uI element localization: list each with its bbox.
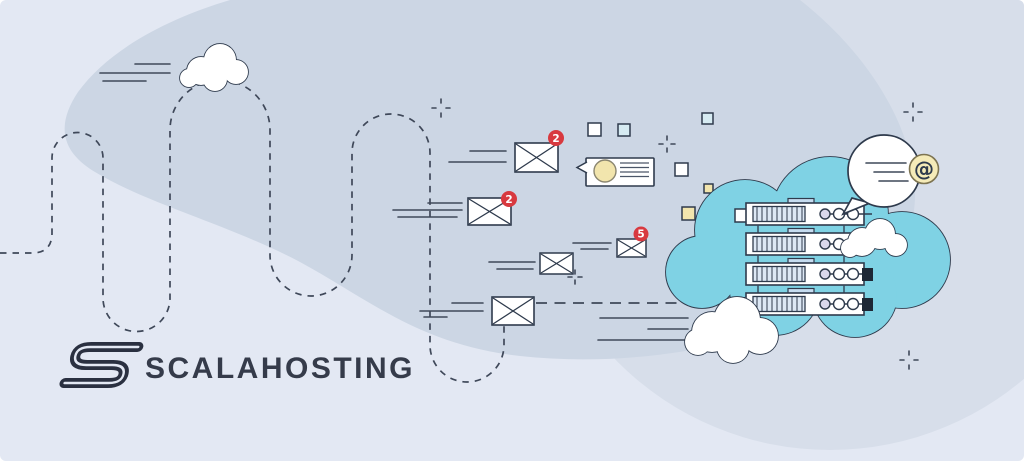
svg-text:@: @ [914, 157, 934, 181]
server-unit [745, 257, 873, 293]
at-icon: @ [908, 153, 940, 185]
cloud-mid-icon [840, 218, 908, 258]
badge-count: 5 [637, 229, 644, 241]
speed-lines-envelope-small [488, 261, 536, 270]
server-unit [745, 227, 872, 263]
badge-count: 2 [552, 133, 559, 145]
speed-lines-envelope-top [448, 150, 507, 163]
speed-lines-cloud-bottom [597, 317, 689, 341]
speed-lines-envelope-large [419, 302, 484, 318]
dashed-route-path [0, 79, 505, 383]
sparkle-icon [899, 350, 919, 370]
decor-square [617, 123, 631, 137]
speed-lines-top-cloud [99, 63, 171, 82]
envelope-icon: 2 [514, 130, 564, 173]
brand-logo: SCALAHOSTING [59, 342, 415, 388]
decor-square [681, 206, 696, 221]
envelope-icon [491, 296, 535, 326]
sparkle-icon [903, 102, 923, 122]
speed-lines-bubble [865, 162, 909, 182]
decor-square [703, 183, 714, 194]
envelope-icon: 2 [467, 191, 517, 226]
server-rack [734, 197, 873, 316]
notification-badge: 2 [501, 191, 517, 207]
sparkle-icon [431, 98, 451, 118]
badge-count: 2 [505, 194, 512, 206]
decor-square [674, 162, 689, 177]
cloud-small-icon [179, 43, 249, 92]
speech-bubble: @ [841, 134, 940, 216]
logo-mark-icon [59, 342, 144, 388]
speed-lines-envelope-tiny [572, 242, 612, 250]
decor-square [587, 122, 602, 137]
notification-badge: 5 [633, 226, 649, 242]
avatar-dot [593, 159, 617, 183]
notification-badge: 2 [548, 130, 564, 146]
logo-text: SCALAHOSTING [145, 352, 415, 385]
sparkle-icon [567, 269, 583, 285]
server-unit [734, 197, 872, 233]
speed-lines-envelope-middle [392, 202, 463, 218]
server-unit [738, 287, 873, 316]
envelope-icon: 5 [616, 226, 649, 258]
cloud-bottom-icon [684, 296, 779, 364]
message-card [575, 157, 655, 187]
decor-square [701, 112, 714, 125]
sparkle-icon [658, 135, 676, 153]
envelope-icon [539, 252, 574, 275]
